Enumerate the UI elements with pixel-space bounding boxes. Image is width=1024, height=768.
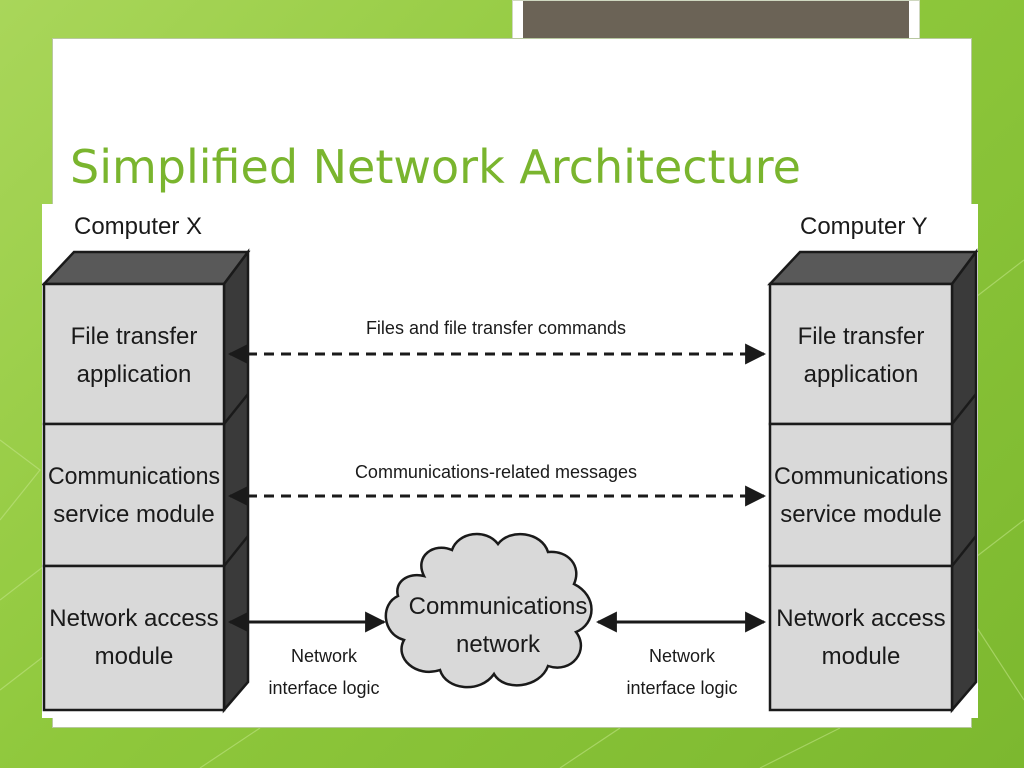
- module-x-communications: [42, 422, 226, 568]
- stack-y-top-face: [767, 250, 978, 286]
- network-architecture-diagram: Computer X Computer Y File transfer appl…: [42, 204, 978, 718]
- module-y-network-access: [768, 564, 954, 712]
- module-x-network-access: [42, 564, 226, 712]
- module-y-communications-line2: service module: [780, 501, 941, 528]
- module-x-file-transfer-line2: application: [77, 361, 192, 388]
- communications-link-label: Communications-related messages: [355, 462, 637, 482]
- left-interface-label-line1: Network: [291, 646, 358, 666]
- module-y-file-transfer: [768, 282, 954, 426]
- module-y-file-transfer-line2: application: [804, 361, 919, 388]
- stack-x-side-face: [222, 248, 250, 714]
- module-x-communications-line2: service module: [53, 501, 214, 528]
- module-y-network-access-line1: Network access: [776, 605, 945, 632]
- stack-x-top-face: [42, 250, 251, 286]
- cloud-label-line1: Communications: [409, 593, 588, 620]
- computer-x-label: Computer X: [74, 213, 202, 240]
- module-x-file-transfer-line1: File transfer: [71, 323, 198, 350]
- module-y-network-access-line2: module: [822, 643, 901, 670]
- stack-y-side-face: [950, 248, 978, 714]
- file-transfer-link-label: Files and file transfer commands: [366, 318, 626, 338]
- slide-title: Simplified Network Architecture: [70, 140, 801, 194]
- module-x-file-transfer: [42, 282, 226, 426]
- computer-y-label: Computer Y: [800, 213, 928, 240]
- right-interface-label-line1: Network: [649, 646, 716, 666]
- module-y-communications-line1: Communications: [774, 463, 948, 490]
- computer-x-stack: File transfer application Communications…: [42, 248, 251, 714]
- computer-y-stack: File transfer application Communications…: [767, 248, 978, 714]
- left-interface-label-line2: interface logic: [268, 678, 379, 698]
- communications-network-cloud: [384, 532, 593, 689]
- module-x-communications-line1: Communications: [48, 463, 220, 490]
- module-x-network-access-line2: module: [95, 643, 174, 670]
- module-x-network-access-line1: Network access: [49, 605, 218, 632]
- module-y-communications: [768, 422, 954, 568]
- right-interface-label-line2: interface logic: [626, 678, 737, 698]
- cloud-label-line2: network: [456, 631, 541, 658]
- module-y-file-transfer-line1: File transfer: [798, 323, 925, 350]
